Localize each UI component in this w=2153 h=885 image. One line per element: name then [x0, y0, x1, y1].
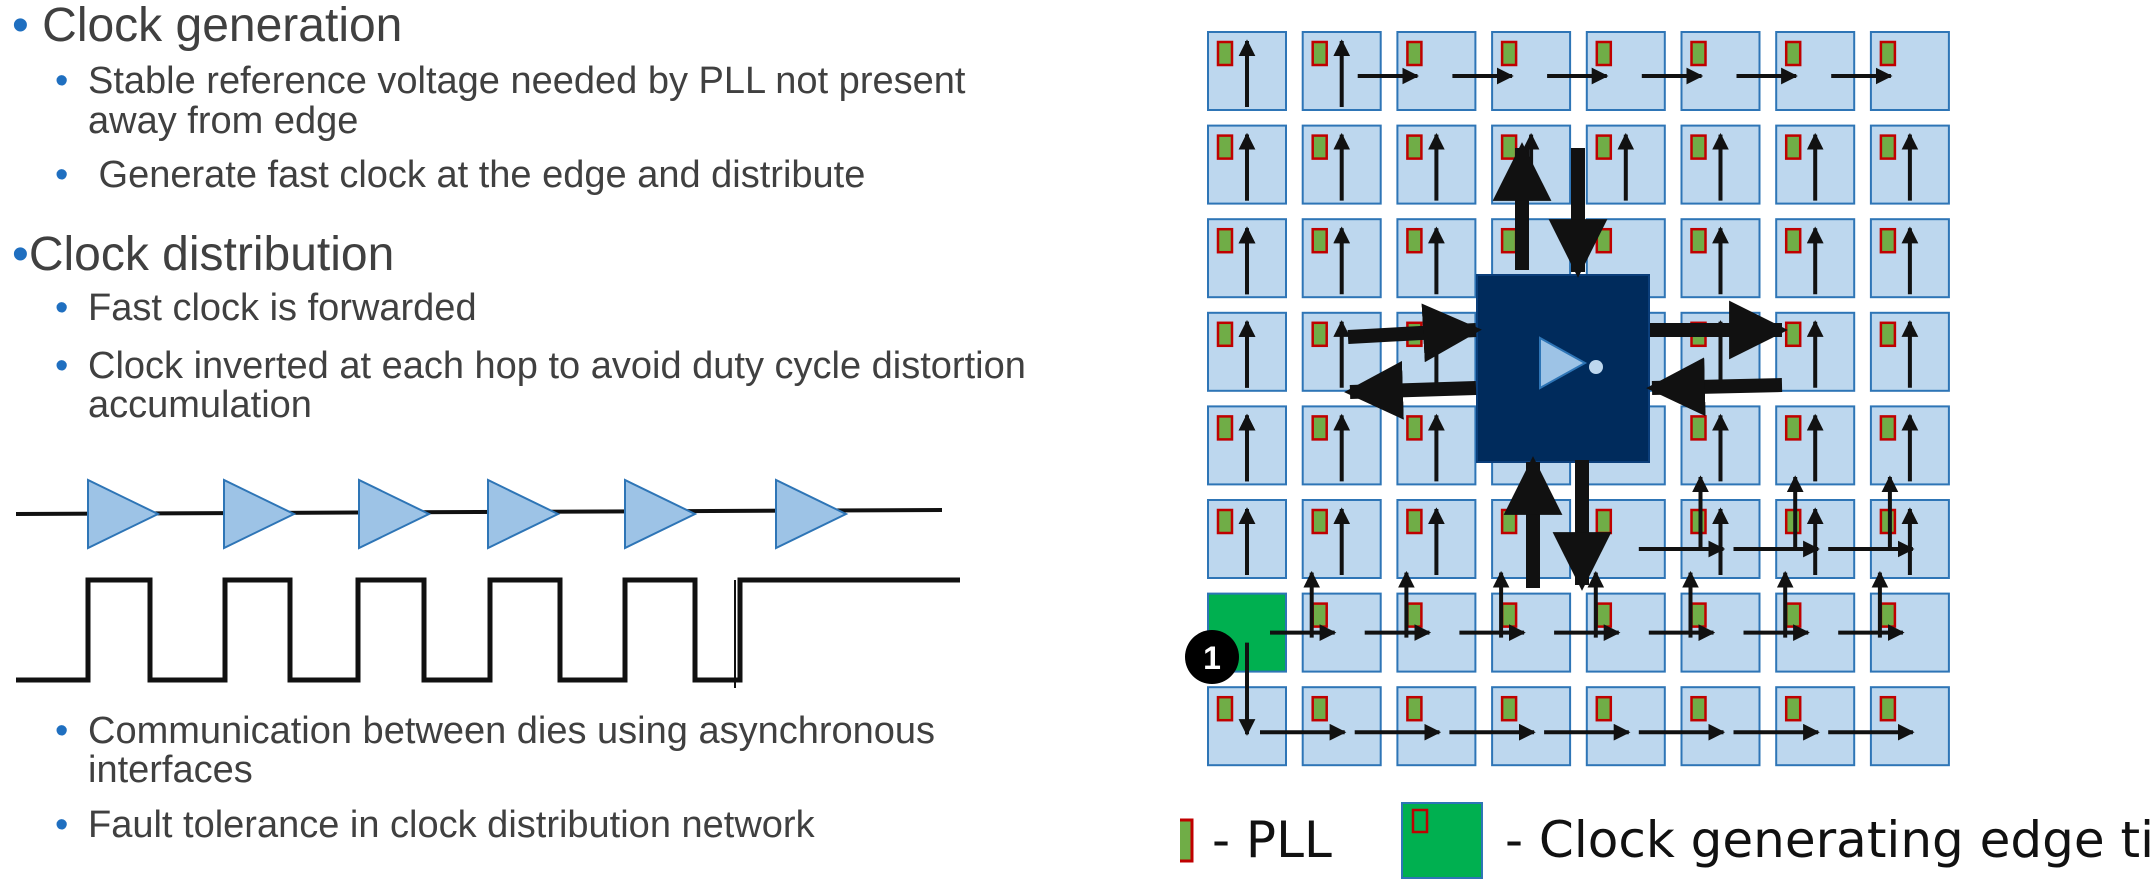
arrow: [1344, 360, 1477, 420]
pll-marker: [1690, 602, 1707, 628]
bullet-item-text: Stable reference voltage needed by PLL n…: [88, 60, 966, 102]
pll-marker: [1500, 695, 1518, 722]
pll-marker: [1690, 695, 1707, 722]
bullet-item: •: [55, 60, 69, 102]
pll-marker: [1500, 40, 1518, 67]
pll-marker: [1690, 227, 1707, 254]
arrow: [1347, 303, 1482, 363]
pll-marker: [1311, 321, 1328, 348]
pll-marker: [1784, 40, 1802, 67]
pll-marker: [1595, 134, 1613, 160]
bullet-item-text: Communication between dies using asynchr…: [88, 710, 936, 752]
pll-marker: [1406, 227, 1423, 254]
bullet-dot: •: [12, 228, 29, 281]
pll-marker: [1216, 695, 1234, 722]
pll-marker: [1500, 227, 1518, 254]
buffer-triangle-icon: [624, 478, 698, 550]
pll-marker: [1784, 695, 1802, 722]
bullet-item-text: accumulation: [88, 384, 312, 426]
marker-circle: [1185, 630, 1239, 684]
pll-marker: [1311, 508, 1328, 535]
pll-marker: [1784, 227, 1802, 254]
buffer-chain: [87, 478, 849, 550]
clock-waveform: [16, 577, 960, 683]
pll-marker: [1690, 134, 1707, 160]
pll-marker: [1784, 134, 1802, 160]
marker-label: 1: [1203, 640, 1221, 676]
bullet-item-text: Fast clock is forwarded: [88, 287, 477, 329]
pll-marker: [1406, 134, 1423, 160]
bullet-item-text: interfaces: [88, 749, 253, 791]
pll-marker: [1879, 695, 1897, 722]
pll-marker: [1595, 508, 1613, 535]
bullet-item: •: [55, 710, 69, 752]
pll-marker: [1216, 40, 1234, 67]
pll-marker: [1311, 415, 1328, 441]
clock-generation-heading: • Clock generation: [12, 0, 403, 52]
pll-marker: [1784, 321, 1802, 348]
buffer-triangle-icon: [775, 478, 849, 550]
pll-marker: [1500, 134, 1518, 160]
bullet-item: •: [55, 345, 69, 387]
pll-marker: [1216, 134, 1234, 160]
pll-marker: [1216, 227, 1234, 254]
pll-marker: [1879, 602, 1897, 628]
bullet-item-text: Clock inverted at each hop to avoid duty…: [88, 345, 1026, 387]
clock-grid-diagram: 1: [1180, 31, 1950, 879]
bullet-item-text: away from edge: [88, 100, 359, 142]
pll-marker: [1690, 40, 1707, 67]
pll-marker: [1311, 134, 1328, 160]
pll-marker: [1216, 321, 1234, 348]
pll-marker: [1595, 40, 1613, 67]
bullet-item: •: [55, 804, 69, 846]
pll-marker: [1406, 508, 1423, 535]
pll-marker: [1311, 602, 1328, 628]
pll-marker: [1879, 40, 1897, 67]
pll-marker: [1406, 415, 1423, 441]
pll-marker: [1311, 40, 1328, 67]
pll-marker: [1879, 415, 1897, 441]
pll-marker: [1690, 415, 1707, 441]
pll-marker: [1784, 602, 1802, 628]
bullet-item: •: [55, 154, 69, 196]
buffer-triangle-icon: [358, 478, 432, 550]
buffer-triangle-icon: [87, 478, 161, 550]
pll-marker: [1311, 695, 1328, 722]
inverter-icon: [1539, 336, 1603, 390]
pll-marker: [1406, 695, 1423, 722]
pll-marker: [1406, 602, 1423, 628]
pll-marker: [1784, 415, 1802, 441]
clock-distribution-heading: •Clock distribution: [12, 228, 395, 281]
pll-marker: [1216, 415, 1234, 441]
pll-marker: [1879, 227, 1897, 254]
legend-pll-swatch: [1180, 818, 1194, 863]
pll-marker: [1595, 695, 1613, 722]
pll-marker: [1311, 227, 1328, 254]
legend-edge-tile-label: - Clock generating edge tile: [1505, 811, 2153, 869]
bullet-dot: •: [12, 0, 29, 52]
legend-pll-label: - PLL: [1212, 811, 1332, 869]
bullet-item-text: Fault tolerance in clock distribution ne…: [88, 804, 815, 846]
buffer-chain-diagram: [15, 478, 960, 688]
pll-marker: [1595, 602, 1613, 628]
arrow: [1646, 357, 1783, 417]
pll-marker: [1216, 508, 1234, 535]
center-clock-block: [1476, 274, 1650, 463]
pll-marker: [1406, 40, 1423, 67]
pll-marker: [1879, 321, 1897, 348]
buffer-triangle-icon: [223, 478, 297, 550]
pll-marker: [1595, 227, 1613, 254]
pll-marker: [1500, 602, 1518, 628]
pll-marker: [1879, 134, 1897, 160]
bullet-item: •: [55, 287, 69, 329]
legend-edge-tile-pll: [1411, 808, 1429, 834]
buffer-triangle-icon: [487, 478, 561, 550]
big-arrows: [1344, 142, 1788, 591]
bullet-item-text: Generate fast clock at the edge and dist…: [88, 154, 866, 196]
pll-marker: [1500, 508, 1518, 535]
